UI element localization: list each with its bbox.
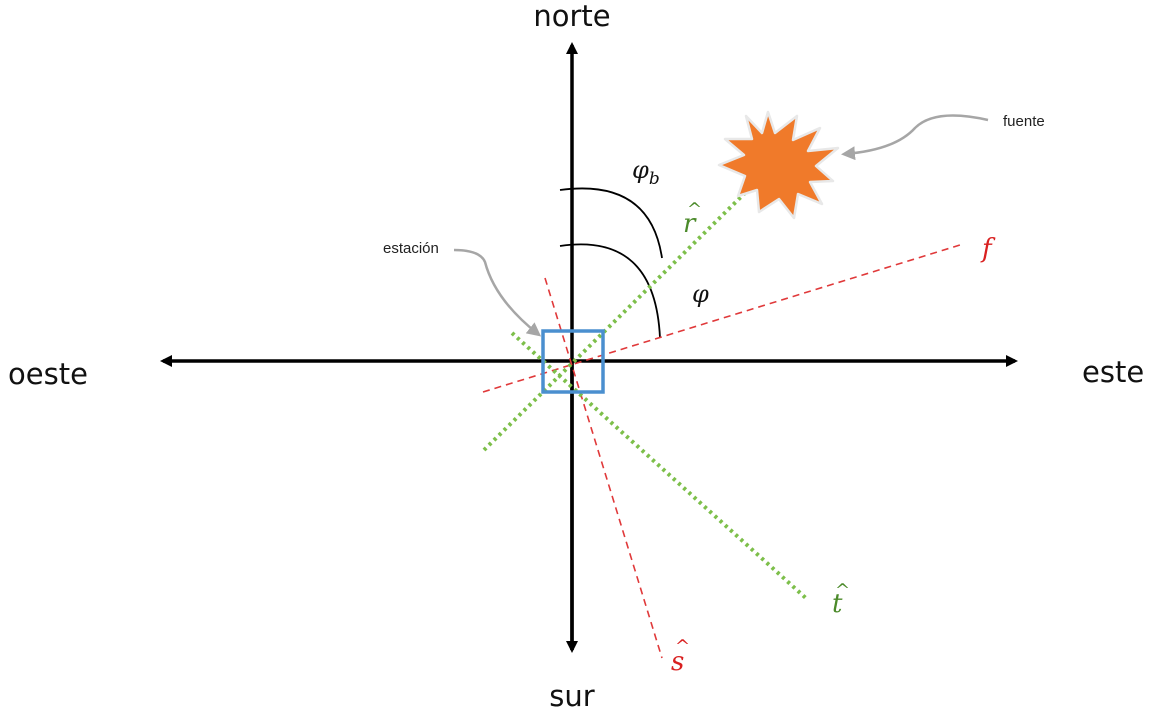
svg-text:^: ^ — [675, 636, 690, 657]
phi-b-label: φb — [632, 156, 660, 189]
r-hat-line — [482, 188, 750, 452]
west-label: oeste — [8, 357, 88, 391]
svg-text:^: ^ — [687, 199, 702, 220]
f-label: f — [980, 234, 996, 264]
source-starburst-icon — [717, 110, 840, 220]
east-label: este — [1082, 355, 1144, 389]
s-hat-line — [544, 277, 663, 659]
station-callout-label: estación — [383, 240, 439, 257]
north-label: norte — [533, 0, 610, 33]
station-square-icon — [541, 329, 605, 394]
source-callout-label: fuente — [1003, 113, 1045, 130]
svg-text:r: r — [683, 209, 697, 239]
phi-label: φ — [692, 280, 709, 308]
source-callout-arrow — [841, 114, 989, 161]
t-hat-label: t ^ — [832, 580, 850, 619]
t-hat-line — [510, 331, 810, 602]
r-hat-label: r ^ — [683, 199, 702, 239]
phi-arc — [559, 243, 661, 339]
svg-text:t: t — [832, 589, 843, 619]
svg-text:^: ^ — [835, 580, 850, 601]
s-hat-label: s ^ — [671, 636, 690, 677]
station-callout-arrow — [453, 248, 542, 337]
south-label: sur — [549, 679, 594, 713]
phi-b-arc — [559, 187, 663, 259]
svg-text:s: s — [671, 647, 684, 677]
